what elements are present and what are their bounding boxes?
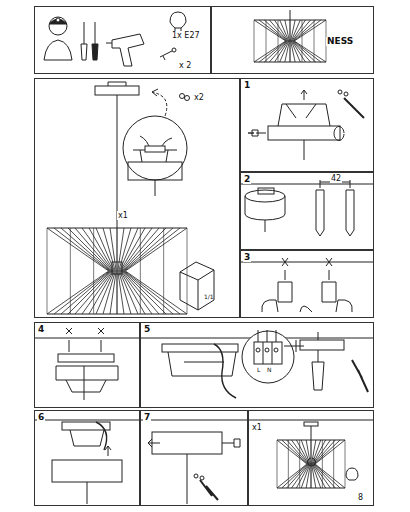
step5	[140, 330, 374, 398]
step-panel: 4	[34, 322, 140, 408]
step8	[248, 420, 374, 488]
main-assembly	[47, 82, 214, 314]
tools-icons	[44, 12, 186, 66]
label-text: x1	[251, 423, 263, 432]
label-text: 1x E27	[171, 31, 201, 40]
label-text: N	[266, 366, 273, 373]
step-panel: 8 x1	[248, 410, 374, 506]
step4	[34, 328, 140, 400]
callout-number: 5	[143, 325, 151, 334]
cage-shade	[47, 228, 187, 314]
cage-shade	[254, 20, 326, 62]
callout-number: 2	[243, 175, 251, 184]
step-panel: 2 42	[240, 172, 374, 250]
label-text: 42	[330, 174, 342, 183]
cage-shade	[277, 440, 345, 488]
label-text: L	[256, 366, 261, 373]
callout-number: 1	[243, 81, 251, 90]
step-panel: 7	[140, 410, 248, 506]
callout-number: 4	[37, 325, 45, 334]
step-panel: 5LN	[140, 322, 374, 408]
step7	[140, 420, 248, 504]
tools-panel: 1x E27 x 2	[34, 6, 211, 74]
label-text: x2	[193, 93, 205, 102]
step-panel: 6	[34, 410, 140, 506]
step6	[34, 420, 140, 504]
callout-number: 6	[37, 413, 45, 422]
step2	[240, 180, 374, 236]
step3	[240, 258, 374, 312]
product-panel: NESS	[211, 6, 374, 74]
step-panel: 3	[240, 250, 374, 318]
step1	[248, 90, 364, 160]
overview-panel: x2 x1 1/1	[34, 78, 240, 318]
callout-number: 3	[243, 253, 251, 262]
label-text: 1/1	[203, 293, 215, 300]
step-panel: 1	[240, 78, 374, 172]
label-text: x1	[117, 211, 129, 220]
label-text: 8	[357, 493, 364, 502]
callout-number: 7	[143, 413, 151, 422]
label-text: x 2	[178, 61, 192, 70]
label-text: NESS	[326, 37, 354, 46]
